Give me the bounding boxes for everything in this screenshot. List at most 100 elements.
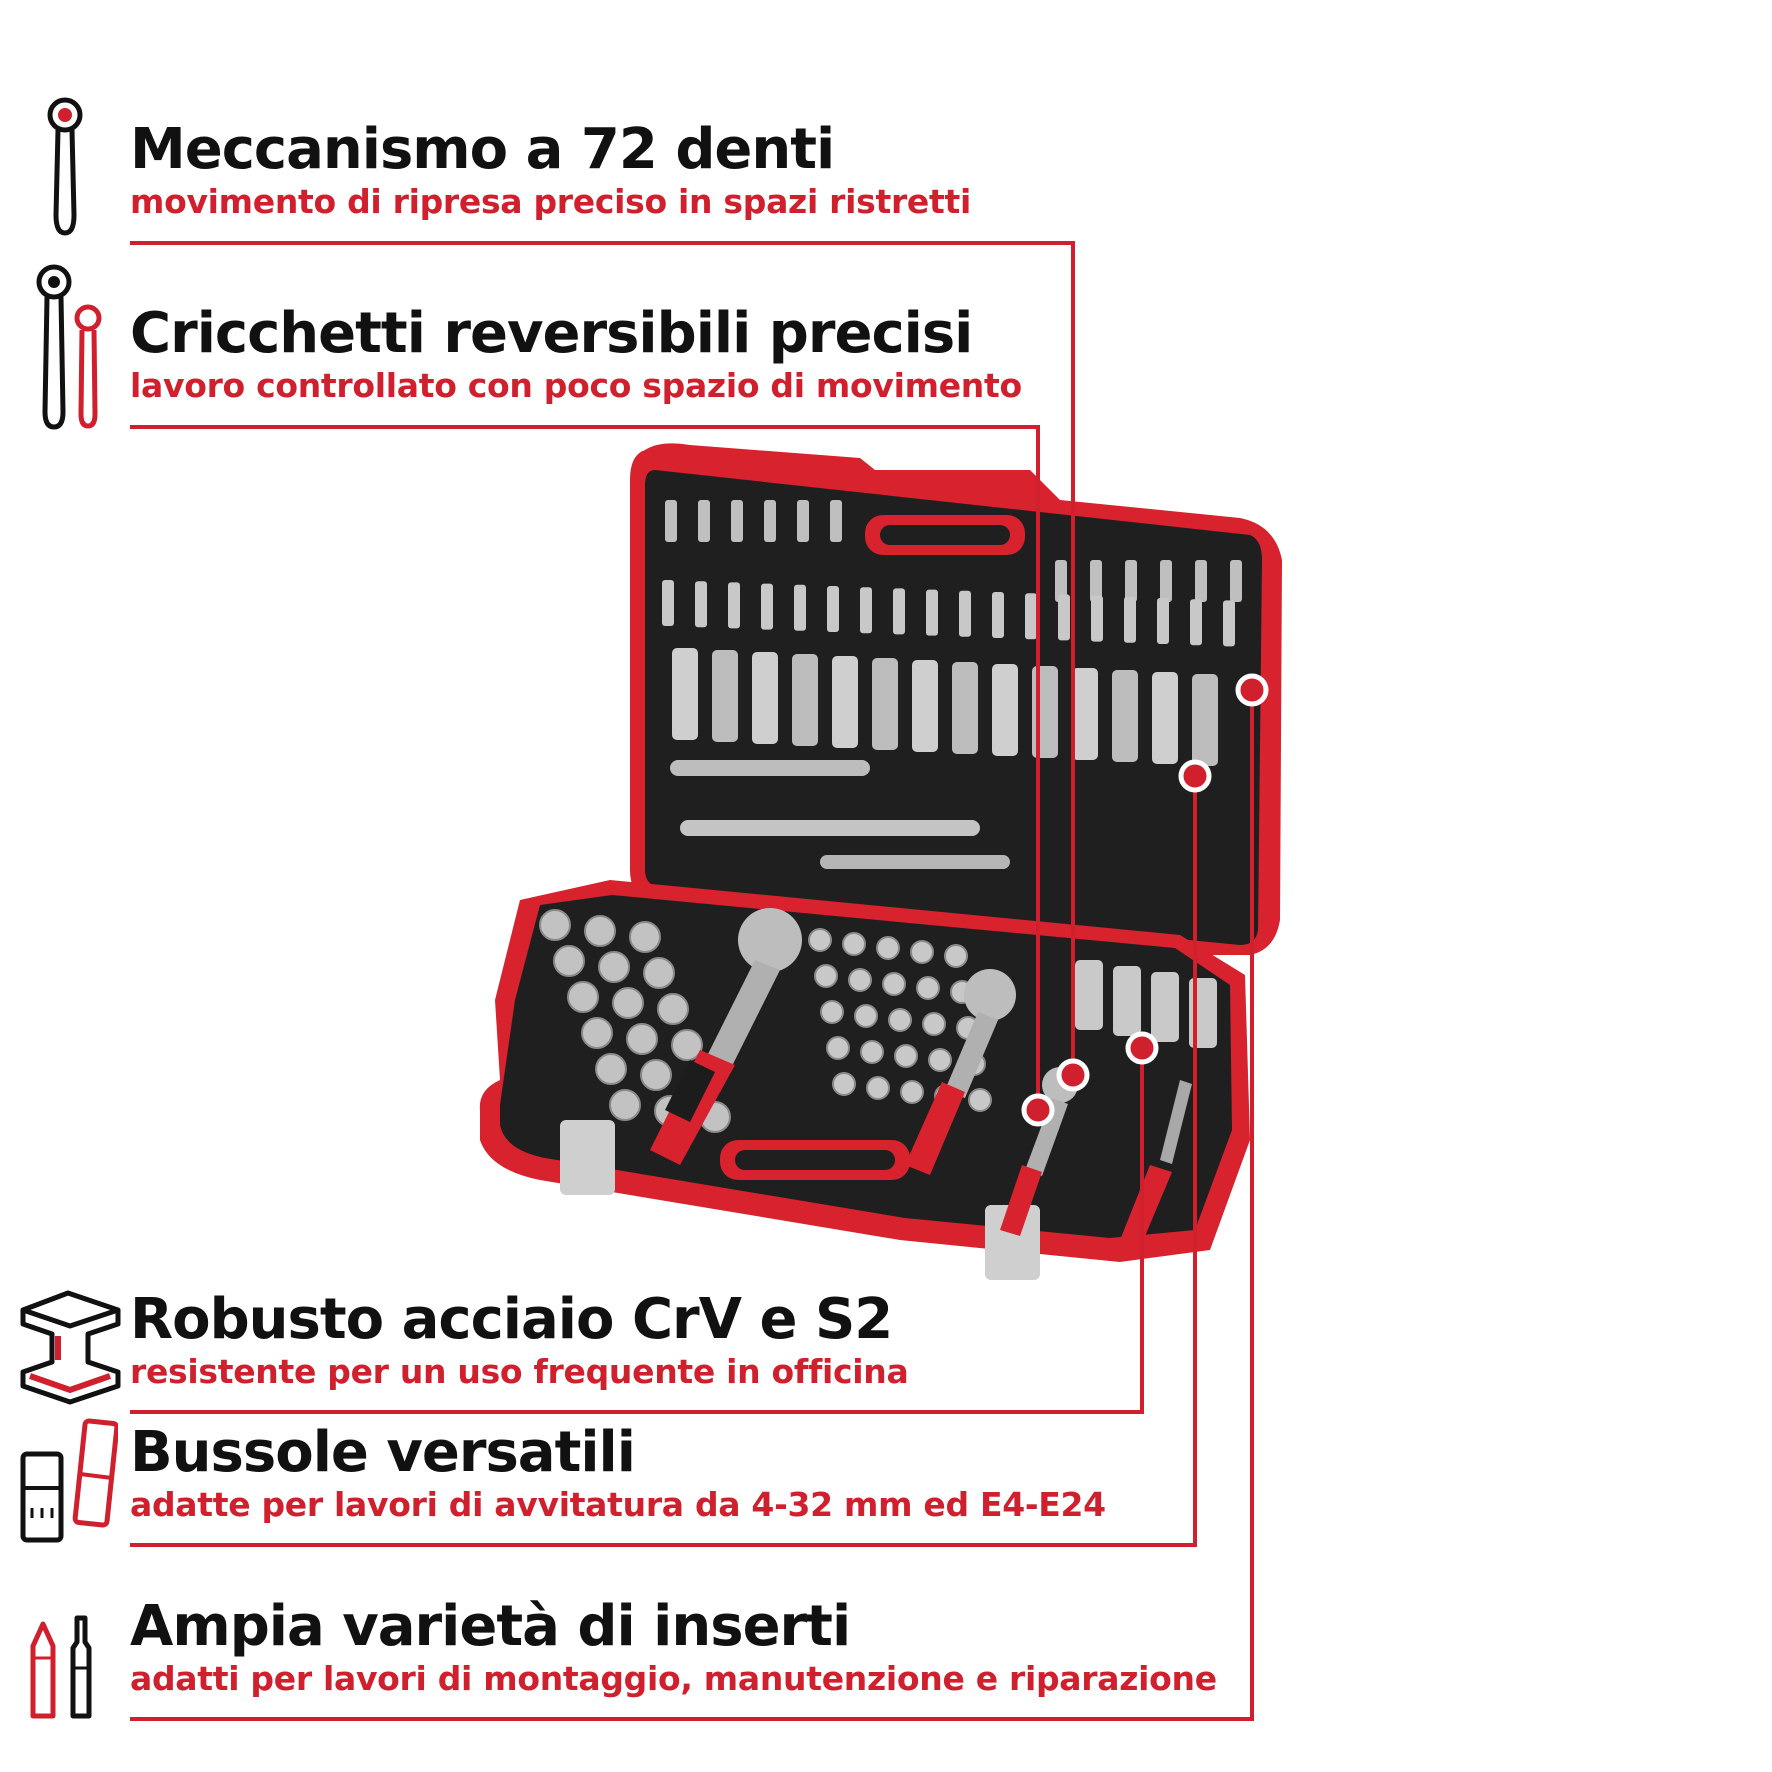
feature-subtitle: adatti per lavori di montaggio, manutenz… [130,1659,1217,1698]
socket [609,1089,641,1121]
bit [926,589,938,636]
deep-socket [712,650,738,742]
socket [888,1008,912,1032]
bit [827,586,839,632]
deep-socket [752,652,778,744]
latch-left [560,1120,615,1195]
socket [854,1004,878,1028]
socket [671,1029,703,1061]
socket [944,944,968,968]
bits-row [665,500,1242,602]
socket [900,1080,924,1104]
socket [876,936,900,960]
latch-right [985,1205,1040,1280]
bit [728,582,740,629]
deep-socket [992,664,1018,756]
ratchet-medium [905,969,1016,1175]
socket [612,987,644,1019]
socket [968,1088,992,1112]
deep-socket [832,656,858,748]
feature-steel: Robusto acciaio CrV e S2 resistente per … [130,1287,909,1392]
feature-72-teeth: Meccanismo a 72 denti movimento di ripre… [130,118,971,222]
callout-dot-4 [1178,759,1212,793]
bit [1025,593,1037,640]
socket [553,945,585,977]
socket [910,940,934,964]
bit [1058,594,1070,641]
socket [860,1040,884,1064]
deep-socket [672,648,698,740]
socket [916,976,940,1000]
socket [629,921,661,953]
ratchet-large [650,908,802,1165]
socket [567,981,599,1013]
socket [866,1076,890,1100]
deep-socket [952,662,978,754]
double-ratchet-icon [36,264,102,430]
feature-title: Bussole versatili [130,1420,636,1485]
socket [826,1036,850,1060]
bit [1091,595,1103,642]
deep-socket [792,654,818,746]
feature-subtitle: lavoro controllato con poco spazio di mo… [130,366,1022,405]
bit [1125,560,1137,602]
socket [848,968,872,992]
callout-line-3 [130,1048,1144,1414]
deep-socket [1112,670,1138,762]
bit [731,500,743,542]
bit [1055,560,1067,602]
extension-bar [680,820,980,836]
bit [794,584,806,631]
feature-bits: Ampia varietà di inserti adatti per lavo… [130,1595,1217,1699]
feature-title: Ampia varietà di inserti [130,1594,851,1659]
bit [662,580,674,626]
feature-sockets: Bussole versatili adatte per lavori di a… [130,1421,1106,1525]
bit [1157,598,1169,644]
deep-socket [1072,668,1098,760]
socket [820,1000,844,1024]
feature-reversible-ratchets: Cricchetti reversibili precisi lavoro co… [130,302,1022,406]
socket [882,972,906,996]
bit [665,500,677,542]
callout-line-2 [130,425,1040,1110]
bit [764,500,776,542]
bit [893,588,905,635]
socket [584,915,616,947]
bit [1090,560,1102,602]
bit [1190,599,1202,646]
bit [1160,560,1172,602]
feature-title: Cricchetti reversibili precisi [130,301,973,366]
deep-socket [1075,960,1103,1030]
socket [808,928,832,952]
ratchet-icon [47,97,83,236]
bit [698,500,710,542]
socket [928,1048,952,1072]
bit [1195,560,1207,602]
extension-bar [670,760,870,776]
callout-dot-5 [1235,673,1269,707]
bit-icon [30,1615,92,1719]
socket [894,1044,918,1068]
extension-bar [820,855,1010,869]
socket [922,1012,946,1036]
deep-socket [1152,672,1178,764]
feature-title: Robusto acciaio CrV e S2 [130,1287,893,1352]
socket [595,1053,627,1085]
bit [860,587,872,634]
socket-icon [20,1418,118,1543]
socket [581,1017,613,1049]
socket [539,909,571,941]
callout-dot-3 [1125,1031,1159,1065]
bit [959,590,971,637]
deep-socket [1151,972,1179,1042]
socket [643,957,675,989]
bit [992,592,1004,638]
deep-socket [872,658,898,750]
screwdriver-handle [1120,1080,1192,1248]
bit [830,500,842,542]
steel-beam-icon [20,1290,121,1405]
bit [1230,560,1242,602]
bit [1124,596,1136,643]
